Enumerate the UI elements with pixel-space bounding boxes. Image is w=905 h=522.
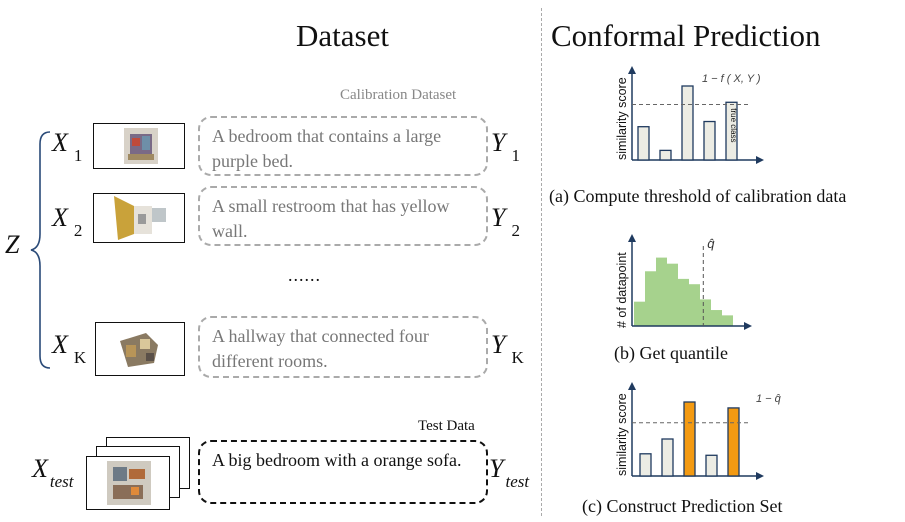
ellipsis: ......: [288, 265, 321, 285]
axis-x-arrow-c: [756, 472, 764, 480]
caption-c: (c) Construct Prediction Set: [582, 496, 783, 516]
annotation-c: 1 − q̂: [756, 393, 782, 405]
hist-bar-4: [667, 263, 678, 326]
bar-c-3: [683, 401, 696, 477]
axis-y-arrow-a: [628, 66, 636, 74]
axis-y-arrow-b: [628, 234, 636, 242]
z-brace: [30, 131, 51, 369]
test-image: [86, 456, 170, 510]
dataset-title: Dataset: [296, 18, 389, 53]
axis-x-arrow-a: [756, 156, 764, 164]
caption-a: (a) Compute threshold of calibration dat…: [549, 186, 847, 206]
hist-bar-7: [700, 299, 711, 326]
axis-y-arrow-c: [628, 382, 636, 390]
bar-a-3: [681, 85, 694, 161]
ylabel-b: # of datapoint: [615, 252, 629, 328]
z-label: Z: [5, 230, 20, 259]
bar-a-4: [703, 120, 716, 161]
conformal-title: Conformal Prediction: [551, 18, 821, 53]
bar-c-4: [705, 454, 718, 477]
test-caption-box: A big bedroom with a orange sofa.: [198, 440, 488, 504]
bar-a-5: [725, 101, 738, 161]
hist-bar-9: [722, 315, 733, 326]
hist-bar-5: [678, 278, 689, 326]
prediction-set-chart-c: similarity score 1 − q̂: [615, 382, 782, 480]
bar-c-1: [639, 453, 652, 477]
room-image-2: [93, 193, 185, 243]
bar-c-2: [661, 438, 674, 477]
test-data-label: Test Data: [418, 418, 475, 434]
axis-x-arrow-b: [744, 322, 752, 330]
hist-bar-2: [645, 271, 656, 326]
bar-a-2: [659, 149, 672, 161]
caption-box-1: A bedroom that contains a large purple b…: [198, 116, 488, 176]
caption-box-k: A hallway that connected four different …: [198, 316, 488, 378]
caption-b: (b) Get quantile: [614, 343, 728, 363]
bar-c-5: [727, 407, 740, 477]
ylabel-a: similarity score: [615, 77, 629, 160]
caption-box-2: A small restroom that has yellow wall.: [198, 186, 488, 246]
hist-bar-6: [689, 284, 700, 326]
similarity-chart-a: similarity score 1 − f ( X, Y ) true cla…: [615, 66, 764, 164]
ylabel-c: similarity score: [615, 393, 629, 476]
hist-bar-1: [634, 301, 645, 326]
room-image-1: [93, 123, 185, 169]
calibration-dataset-label: Calibration Dataset: [340, 87, 457, 103]
hist-bar-8: [711, 310, 722, 326]
true-class-label: true class: [729, 108, 738, 142]
room-image-k: [95, 322, 185, 376]
annotation-a: 1 − f ( X, Y ): [702, 73, 761, 85]
bar-a-1: [637, 126, 650, 161]
hist-bar-3: [656, 257, 667, 326]
quantile-annotation-b: q̂: [707, 236, 715, 251]
section-divider: [541, 8, 542, 516]
quantile-histogram-b: # of datapoint q̂: [615, 234, 752, 330]
